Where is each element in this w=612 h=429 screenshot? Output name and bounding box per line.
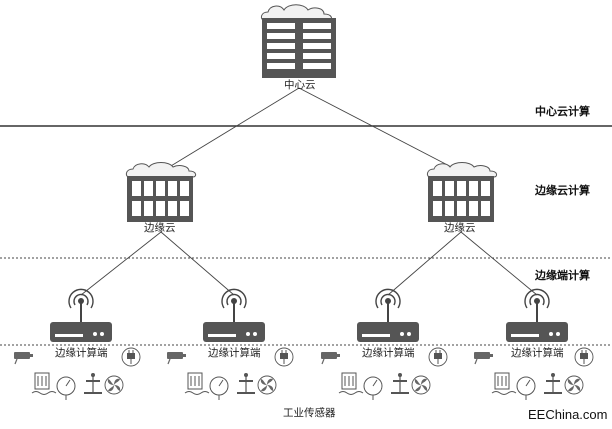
valve-icon	[544, 373, 562, 394]
camera-icon	[14, 352, 33, 365]
wireless-gateway-icon	[203, 288, 265, 342]
edge-cloud-server-right	[426, 162, 498, 222]
edge-terminal-1	[50, 288, 112, 342]
valve-icon	[237, 373, 255, 394]
edge-terminal-label-1: 边缘计算端	[55, 347, 108, 359]
edge-cloud-label-right: 边缘云	[444, 222, 476, 234]
center-cloud-label: 中心云	[284, 79, 316, 91]
valve-icon	[391, 373, 409, 394]
power-plug-icon	[274, 347, 294, 367]
power-plug-icon	[428, 347, 448, 367]
edge-terminal-label-4: 边缘计算端	[511, 347, 564, 359]
tier-label-edge-cloud: 边缘云计算	[535, 184, 590, 197]
power-plug-icon	[574, 347, 594, 367]
cloud-icon	[260, 4, 332, 21]
edge-terminal-4	[506, 288, 568, 342]
connection-lines	[80, 87, 538, 296]
sensor-group-1	[14, 347, 141, 400]
wireless-gateway-icon	[506, 288, 568, 342]
edge-cloud-label-left: 边缘云	[144, 222, 176, 234]
sensor-group-4	[474, 347, 594, 400]
pressure-gauge-icon	[516, 376, 536, 400]
link-edge-left-term2	[160, 231, 235, 296]
tier-label-center: 中心云计算	[535, 105, 590, 118]
power-plug-icon	[121, 347, 141, 367]
fan-icon	[564, 375, 584, 395]
camera-icon	[167, 352, 186, 365]
cloud-icon	[125, 162, 197, 178]
camera-icon	[474, 352, 493, 365]
link-center-edge-left	[160, 87, 300, 173]
pressure-gauge-icon	[209, 376, 229, 400]
cloud-icon	[426, 162, 498, 178]
fan-icon	[257, 375, 277, 395]
wireless-gateway-icon	[357, 288, 419, 342]
sensor-group-3	[321, 347, 448, 400]
edge-cloud-server-left	[125, 162, 197, 222]
valve-icon	[84, 373, 102, 394]
liquid-level-icon	[184, 372, 210, 395]
camera-icon	[321, 352, 340, 365]
link-edge-left-term1	[80, 231, 162, 296]
link-edge-right-term4	[460, 231, 538, 296]
liquid-level-icon	[31, 372, 57, 395]
edge-terminal-2	[203, 288, 265, 342]
edge-terminal-label-3: 边缘计算端	[362, 347, 415, 359]
edge-terminal-3	[357, 288, 419, 342]
fan-icon	[104, 375, 124, 395]
fan-icon	[411, 375, 431, 395]
pressure-gauge-icon	[363, 376, 383, 400]
pressure-gauge-icon	[56, 376, 76, 400]
wireless-gateway-icon	[50, 288, 112, 342]
sensor-group-2	[167, 347, 294, 400]
liquid-level-icon	[338, 372, 364, 395]
watermark: EEChina.com	[528, 407, 608, 422]
link-edge-right-term3	[387, 231, 462, 296]
link-center-edge-right	[298, 87, 462, 173]
industrial-sensors-label: 工业传感器	[283, 407, 336, 419]
liquid-level-icon	[491, 372, 517, 395]
edge-terminal-label-2: 边缘计算端	[208, 347, 261, 359]
center-cloud-server	[260, 4, 336, 78]
tier-label-edge-terminal: 边缘端计算	[535, 269, 590, 282]
